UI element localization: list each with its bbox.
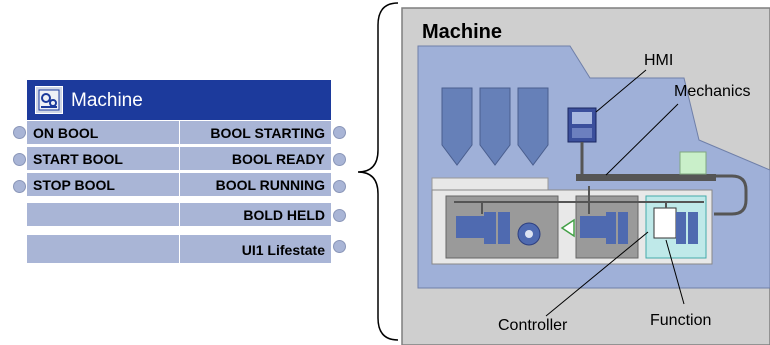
controller-label: Controller	[498, 317, 568, 334]
hmi-label: HMI	[644, 52, 674, 69]
column-divider	[179, 120, 180, 263]
output-connector[interactable]	[333, 180, 346, 193]
machine-block-icon	[35, 86, 63, 114]
output-pin-starting[interactable]: BOOL STARTING	[210, 125, 325, 141]
machine-illustration: Machine HMI Mechanics Controller Functio…	[384, 0, 770, 345]
mechanics-label: Mechanics	[674, 83, 751, 100]
output-connector[interactable]	[333, 153, 346, 166]
output-pin-running[interactable]: BOOL RUNNING	[215, 177, 325, 193]
function-block-header: Machine	[27, 80, 331, 120]
input-pin-start[interactable]: START BOOL	[33, 151, 123, 167]
output-pin-held[interactable]: BOLD HELD	[243, 207, 325, 223]
output-pin-lifestate[interactable]: UI1 Lifestate	[241, 242, 325, 258]
output-connector[interactable]	[333, 209, 346, 222]
machine-drawing	[401, 7, 770, 345]
input-pin-stop[interactable]: STOP BOOL	[33, 177, 115, 193]
output-connector[interactable]	[333, 240, 346, 253]
input-pin-on[interactable]: ON BOOL	[33, 125, 99, 141]
input-connector[interactable]	[13, 153, 26, 166]
output-connector[interactable]	[333, 126, 346, 139]
curly-brace	[357, 2, 399, 341]
output-pin-ready[interactable]: BOOL READY	[231, 151, 325, 167]
function-label: Function	[650, 312, 712, 329]
function-block-title: Machine	[71, 90, 143, 111]
machine-title: Machine	[422, 21, 503, 43]
machine-function-block: Machine ON BOOL BOOL STARTING START BOOL…	[27, 80, 331, 263]
input-connector[interactable]	[13, 180, 26, 193]
input-connector[interactable]	[13, 126, 26, 139]
pin-row: ON BOOL BOOL STARTING	[27, 120, 331, 144]
